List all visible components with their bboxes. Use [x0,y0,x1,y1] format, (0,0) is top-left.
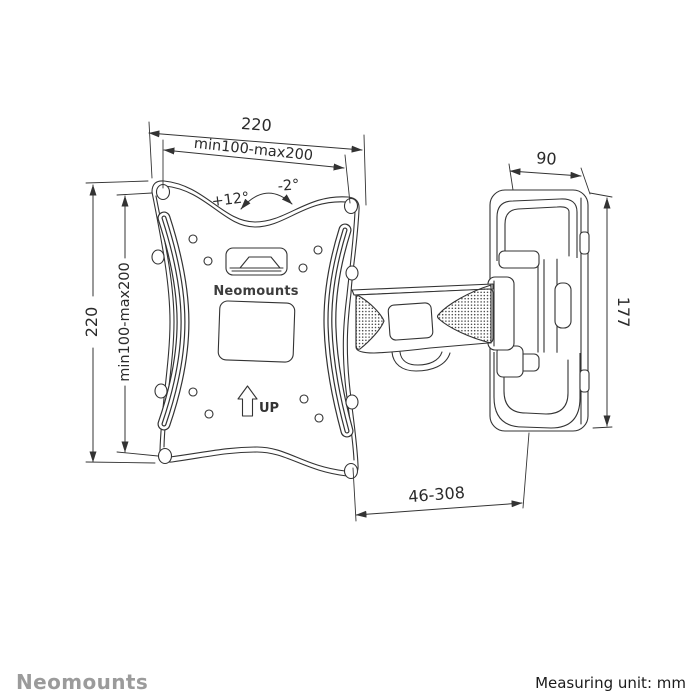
vesa-hole [203,256,213,266]
dim-plate-vesa-width-label: min100-max200 [193,136,314,164]
mounting-hole [345,394,359,410]
dim-plate-height: 220 [82,180,156,464]
tilt-annotation: +12° -2° [211,177,300,210]
plate-window [217,300,296,363]
hinge-lower-flap [496,345,524,378]
arm-top-face [351,283,494,296]
dim-plate-vesa-height: min100-max200 [116,192,159,457]
mounting-holes [151,183,359,480]
dim-plate-height-label: 220 [82,307,101,338]
latch-handle [239,256,281,269]
vesa-plate-contour-bottom [169,446,346,472]
arm-hook-outer [391,351,451,372]
dim-extension: 46-308 [352,432,530,522]
mounting-hole [151,249,165,265]
wall-bracket-bottom-cap-inner [503,359,569,415]
measuring-unit-note: Measuring unit: mm [535,674,686,692]
mounting-hole [343,462,359,480]
dim-plate-width-label: 220 [240,114,272,135]
vesa-hole [188,387,198,397]
vesa-plate: Neomounts UP [151,180,360,480]
arm-texture-right [436,284,492,344]
vesa-hole [188,234,198,244]
wall-clip-top [579,231,590,255]
dim-extension-label: 46-308 [408,483,466,506]
swivel-arm [351,283,494,372]
up-label: UP [259,401,279,416]
dim-wall-width: 90 [508,148,591,195]
vesa-plate-contour-top [164,185,348,228]
vesa-hole [299,394,309,404]
mounting-hole [345,265,359,281]
hinge-mid-tab [554,282,572,329]
vesa-hole [204,409,214,419]
wall-bracket-top-cap-inner [504,206,570,262]
tilt-down-label: -2° [277,177,300,195]
vesa-hole [313,245,323,255]
vesa-slot-right [323,223,354,438]
latch [225,247,288,276]
plate-brand-text: Neomounts [213,284,298,299]
vesa-slot-left [157,211,190,431]
footer-brand-logo: Neomounts [16,670,148,694]
tilt-arc [240,192,293,210]
arm-label-plate [387,302,434,341]
dim-wall-height-label: 177 [614,297,633,328]
dim-wall-height: 177 [589,192,633,429]
up-indicator: UP [237,385,279,417]
mounting-hole [154,383,168,399]
mounting-hole [343,197,359,215]
tilt-up-label: +12° [211,190,251,210]
wall-clip-bottom [579,369,590,393]
dim-plate-vesa-height-label: min100-max200 [117,262,133,382]
footer: Neomounts Measuring unit: mm [16,670,686,694]
vesa-hole [298,263,308,273]
mounting-hole [157,447,173,465]
arm-texture-left [355,295,385,350]
dim-wall-width-label: 90 [536,148,558,168]
hinge-upper-tab [498,250,540,269]
dim-plate-width: 220 [148,114,367,206]
wall-bracket [487,189,590,432]
up-arrow-icon [237,385,258,417]
dimension-annotations: 220 min100-max200 220 min100-max200 [82,114,633,522]
arm-hook-inner [399,351,443,366]
vesa-hole [314,413,324,423]
wall-bracket-top-cap [496,198,578,261]
